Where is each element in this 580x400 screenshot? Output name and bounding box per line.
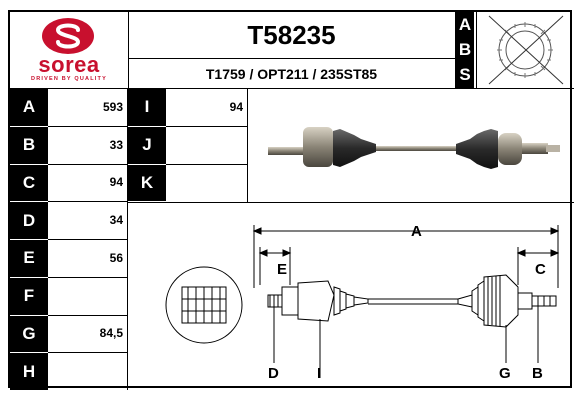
divider xyxy=(48,276,127,278)
spec-value-i: 94 xyxy=(229,99,243,114)
spec-letter-h: H xyxy=(10,353,48,390)
spec-sheet: sorea DRIVEN BY QUALITY T58235 T1759 / O… xyxy=(8,10,574,390)
brand-logo: sorea DRIVEN BY QUALITY xyxy=(10,12,128,88)
driveshaft-photo xyxy=(268,127,560,169)
divider xyxy=(127,202,574,203)
abs-letter: A xyxy=(458,14,472,34)
spec-value-a: 593 xyxy=(102,99,123,114)
dim-label-i: I xyxy=(317,365,322,382)
spec-value-f xyxy=(48,277,127,315)
product-code: T58235 xyxy=(247,20,336,50)
divider xyxy=(48,163,127,165)
divider xyxy=(127,88,128,390)
abs-column: A B S xyxy=(456,12,474,88)
spec-value-c: 94 xyxy=(109,175,123,190)
abs-ring-box xyxy=(477,12,574,88)
abs-letter: S xyxy=(459,65,471,85)
divider xyxy=(48,239,127,240)
divider xyxy=(48,314,127,316)
technical-diagram: A E C D I G B xyxy=(128,203,574,390)
abs-ring-crossed-icon xyxy=(488,15,564,85)
spec-letter-i: I xyxy=(128,89,166,126)
divider xyxy=(247,88,248,202)
brand-name: sorea xyxy=(38,52,100,77)
spec-letter-b: B xyxy=(10,126,48,164)
dim-label-b: B xyxy=(532,365,543,382)
dim-label-a: A xyxy=(411,223,422,240)
spec-value-j xyxy=(166,126,247,164)
divider xyxy=(455,12,456,88)
divider xyxy=(166,125,247,127)
spec-value-h xyxy=(48,352,127,390)
spec-letter-a: A xyxy=(10,89,48,126)
divider xyxy=(128,58,455,59)
divider xyxy=(476,12,477,88)
divider xyxy=(128,12,129,88)
spec-value-e: 56 xyxy=(109,250,123,265)
divider xyxy=(166,163,247,165)
spec-letter-k: K xyxy=(128,164,166,202)
spec-value-b: 33 xyxy=(109,137,123,152)
spec-letter-g: G xyxy=(10,315,48,353)
spec-letter-d: D xyxy=(10,202,48,239)
dim-label-d: D xyxy=(268,365,279,382)
dim-label-e: E xyxy=(277,261,288,278)
product-photo xyxy=(248,89,574,201)
divider xyxy=(48,201,127,203)
brand-tagline: DRIVEN BY QUALITY xyxy=(31,76,107,82)
spec-letter-e: E xyxy=(10,240,48,277)
sorea-logo-icon xyxy=(42,18,94,54)
dim-label-c: C xyxy=(535,261,546,278)
spec-value-d: 34 xyxy=(109,213,123,228)
driveshaft-diagram xyxy=(165,225,560,378)
abs-letter: B xyxy=(458,39,472,59)
product-refs: T1759 / OPT211 / 235ST85 xyxy=(205,66,378,82)
divider xyxy=(10,88,574,89)
spec-letter-f: F xyxy=(10,277,48,315)
divider xyxy=(48,125,127,127)
spec-value-g: 84,5 xyxy=(99,326,123,341)
divider xyxy=(48,352,127,354)
spec-letter-c: C xyxy=(10,164,48,202)
dim-label-g: G xyxy=(499,365,511,382)
spec-value-k xyxy=(166,164,247,202)
spec-letter-j: J xyxy=(128,126,166,164)
